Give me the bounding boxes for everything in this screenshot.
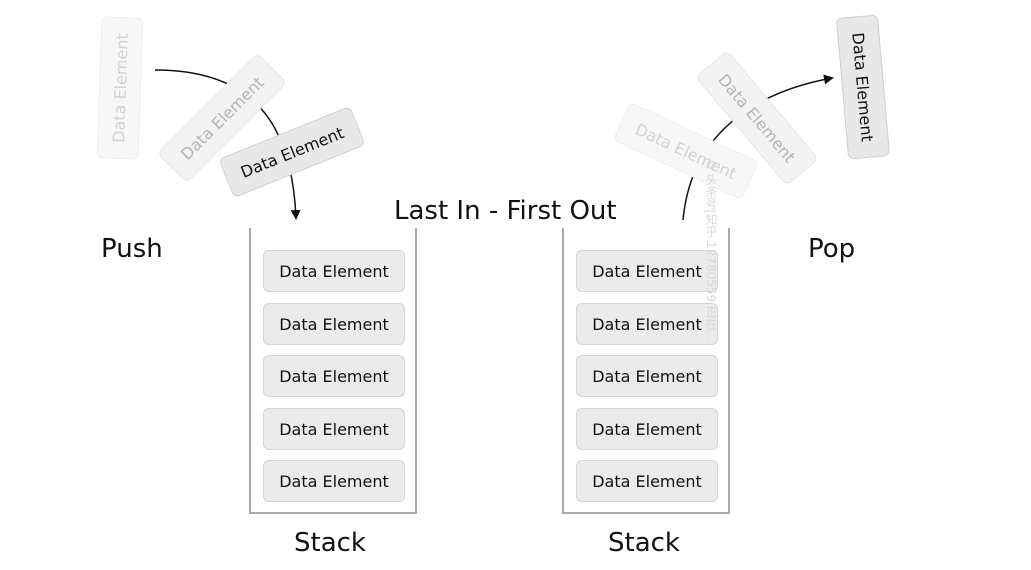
push-element-ghost-1: Data Element bbox=[96, 16, 144, 160]
left-stack-label: Stack bbox=[294, 528, 366, 558]
watermark: Q 头条号|知乎 12780559 正在... bbox=[704, 160, 718, 342]
right-stack-container: Data Element Data Element Data Element D… bbox=[562, 228, 730, 514]
right-stack-label: Stack bbox=[608, 528, 680, 558]
pop-arrow bbox=[682, 74, 834, 221]
push-arrow bbox=[154, 69, 301, 220]
right-stack-item: Data Element bbox=[576, 303, 718, 345]
left-stack-container: Data Element Data Element Data Element D… bbox=[249, 228, 417, 514]
right-stack-item: Data Element bbox=[576, 408, 718, 450]
diagram-title: Last In - First Out bbox=[394, 196, 617, 226]
right-stack-item: Data Element bbox=[576, 250, 718, 292]
left-stack-item: Data Element bbox=[263, 303, 405, 345]
right-stack-item: Data Element bbox=[576, 460, 718, 502]
left-stack-item: Data Element bbox=[263, 355, 405, 397]
left-stack-item: Data Element bbox=[263, 250, 405, 292]
pop-label: Pop bbox=[808, 234, 856, 264]
left-stack-item: Data Element bbox=[263, 408, 405, 450]
right-stack-item: Data Element bbox=[576, 355, 718, 397]
left-stack-item: Data Element bbox=[263, 460, 405, 502]
push-label: Push bbox=[101, 234, 163, 264]
